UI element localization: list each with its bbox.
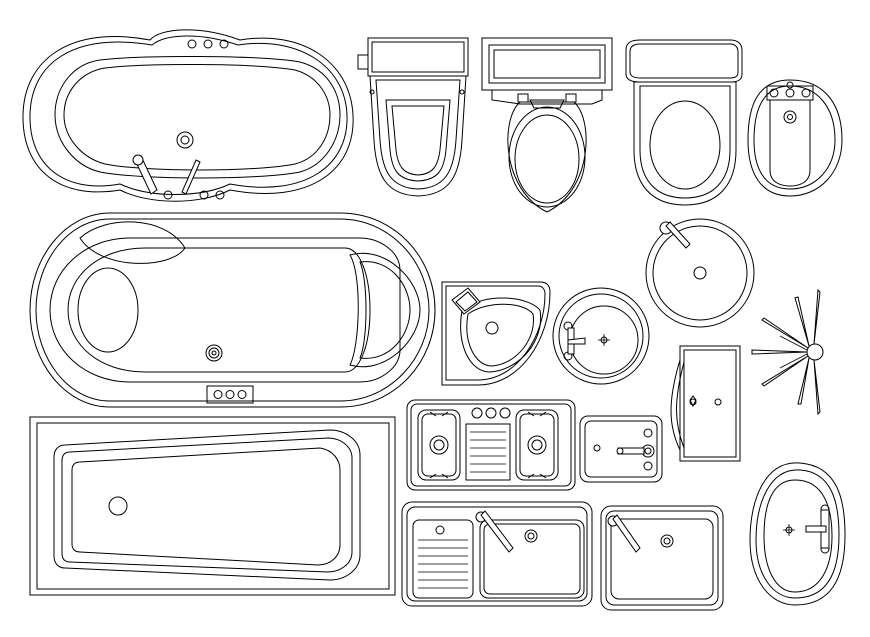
small-bar-sink bbox=[579, 415, 663, 483]
sink-with-drainboard bbox=[401, 501, 593, 607]
oval-bathtub-top bbox=[22, 29, 354, 202]
corner-sink bbox=[441, 281, 551, 386]
rectangular-bathtub bbox=[29, 416, 396, 596]
double-kitchen-sink bbox=[406, 399, 576, 491]
bidet bbox=[747, 79, 843, 197]
single-kitchen-sink bbox=[600, 505, 724, 611]
toilet-2 bbox=[481, 37, 613, 213]
shower-head bbox=[751, 288, 824, 416]
round-vessel-sink bbox=[552, 287, 650, 385]
round-basin bbox=[645, 218, 755, 328]
corner-bathtub bbox=[29, 212, 436, 408]
toilet-3 bbox=[625, 39, 743, 206]
wall-basin bbox=[670, 345, 741, 462]
toilet-1 bbox=[357, 37, 469, 197]
oval-countertop-basin bbox=[749, 462, 846, 606]
